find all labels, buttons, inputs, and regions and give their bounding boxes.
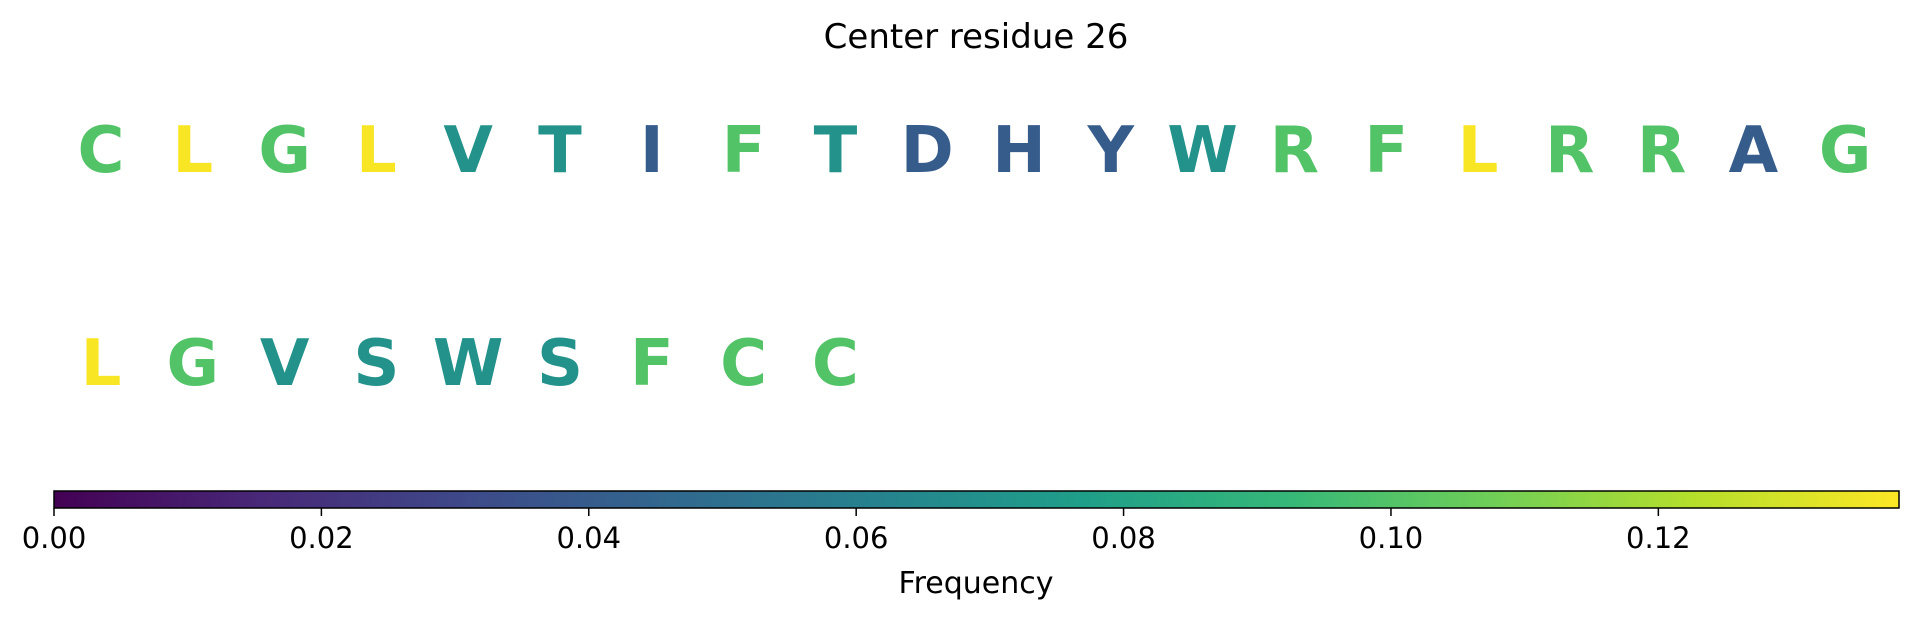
colorbar-label: Frequency — [899, 566, 1054, 601]
colorbar: 0.00 0.02 0.04 0.06 0.08 0.10 0.12 Frequency — [22, 490, 1900, 601]
residue-letter: L — [172, 114, 213, 188]
residue-letter: H — [992, 114, 1046, 188]
residue-letter: D — [901, 114, 954, 188]
residue-letter: C — [720, 327, 767, 401]
residue-letter: T — [538, 114, 582, 188]
residue-letter: I — [640, 114, 664, 188]
residue-letter: G — [258, 114, 311, 188]
residue-letter: G — [167, 327, 220, 401]
residue-letter: V — [443, 114, 493, 188]
residue-letter: V — [260, 327, 310, 401]
colorbar-tick-label: 0.00 — [22, 521, 87, 555]
residue-letter: Y — [1087, 114, 1135, 188]
residue-letter: R — [1270, 114, 1319, 188]
colorbar-tick-label: 0.02 — [289, 521, 354, 555]
residue-letter: C — [812, 327, 859, 401]
chart-title: Center residue 26 — [824, 17, 1129, 57]
colorbar-tick-label: 0.08 — [1091, 521, 1156, 555]
residue-letter: F — [1364, 114, 1408, 188]
residue-letter: G — [1819, 114, 1872, 188]
residue-letter: L — [356, 114, 397, 188]
residue-letter: L — [81, 327, 122, 401]
residue-letter: A — [1729, 114, 1779, 188]
colorbar-tick-label: 0.10 — [1359, 521, 1424, 555]
residue-letter: S — [353, 327, 399, 401]
colorbar-ticks: 0.00 0.02 0.04 0.06 0.08 0.10 0.12 — [22, 508, 1691, 555]
colorbar-tick-label: 0.06 — [824, 521, 889, 555]
residue-letter: R — [1637, 114, 1686, 188]
residue-letter: F — [630, 327, 674, 401]
residue-letter: W — [433, 327, 504, 401]
residue-letter: W — [1167, 114, 1238, 188]
residue-letter: T — [814, 114, 858, 188]
colorbar-tick-label: 0.12 — [1626, 521, 1691, 555]
residue-letter: F — [722, 114, 766, 188]
residue-letter: R — [1545, 114, 1594, 188]
colorbar-gradient — [53, 490, 1900, 509]
residue-letter: L — [1458, 114, 1499, 188]
residue-letter: S — [537, 327, 583, 401]
colorbar-tick-label: 0.04 — [556, 521, 621, 555]
residue-letter: C — [78, 114, 125, 188]
